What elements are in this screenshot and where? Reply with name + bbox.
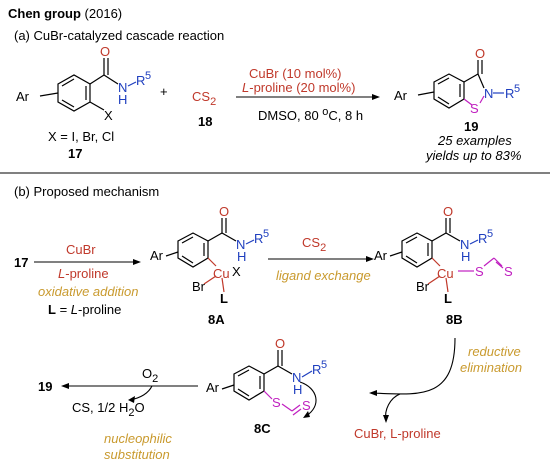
svg-text:Br: Br <box>416 279 430 294</box>
svg-text:Ar: Ar <box>374 248 388 263</box>
svg-text:Ar: Ar <box>150 248 164 263</box>
svg-text:L-proline: L-proline <box>58 266 109 281</box>
svg-text:CS2: CS2 <box>302 235 326 254</box>
svg-text:CS, 1/2 H2O: CS, 1/2 H2O <box>72 400 145 419</box>
svg-text:R: R <box>478 231 487 246</box>
svg-text:ligand exchange: ligand exchange <box>276 268 371 283</box>
svg-text:O: O <box>100 44 110 59</box>
svg-text:CS2: CS2 <box>192 89 216 108</box>
reaction-arrow-a: CuBr (10 mol%) L-proline (20 mol%) DMSO,… <box>236 66 380 123</box>
svg-text:N: N <box>236 237 245 252</box>
group-title: Chen group (2016) <box>8 6 122 21</box>
svg-text:O: O <box>443 204 453 219</box>
svg-text:reductive: reductive <box>468 344 521 359</box>
svg-text:L-proline (20 mol%): L-proline (20 mol%) <box>242 80 355 95</box>
label-8c: 8C <box>254 421 271 436</box>
step-ligand-exchange: CS2 ligand exchange <box>268 235 374 283</box>
svg-text:oxidative addition: oxidative addition <box>38 284 138 299</box>
svg-text:X: X <box>104 108 113 123</box>
svg-text:5: 5 <box>514 83 520 95</box>
svg-text:X: X <box>232 264 241 279</box>
svg-text:L: L <box>220 291 228 306</box>
intermediate-8c: O N H R 5 Ar S S 8C <box>206 336 327 436</box>
svg-text:CuBr (10 mol%): CuBr (10 mol%) <box>249 66 341 81</box>
svg-text:5: 5 <box>145 70 151 82</box>
svg-text:DMSO, 80 oC, 8 h: DMSO, 80 oC, 8 h <box>258 106 363 123</box>
svg-text:17: 17 <box>14 255 28 270</box>
svg-text:S: S <box>475 264 484 279</box>
intermediate-8b: O N H R 5 Ar Cu S S Br L 8B <box>374 204 513 327</box>
svg-text:N: N <box>484 86 493 101</box>
svg-text:CuBr, L-proline: CuBr, L-proline <box>354 426 441 441</box>
svg-text:N: N <box>118 80 127 95</box>
svg-text:Cu: Cu <box>213 266 230 281</box>
panel-a-title: (a) CuBr-catalyzed cascade reaction <box>14 28 224 43</box>
svg-text:L: L <box>444 291 452 306</box>
plus-sign: + <box>160 84 168 99</box>
svg-text:H: H <box>461 249 470 264</box>
svg-text:nucleophilic: nucleophilic <box>104 431 172 446</box>
substrate-17: O N H R 5 Ar X X = I, Br, Cl 17 <box>16 44 151 161</box>
product-19: O N S R 5 Ar 19 25 examples yields up to… <box>394 46 521 163</box>
svg-text:S: S <box>470 101 479 116</box>
svg-text:5: 5 <box>487 228 493 240</box>
svg-text:R: R <box>312 362 321 377</box>
svg-text:Ar: Ar <box>16 89 30 104</box>
label-17: 17 <box>68 146 82 161</box>
svg-text:O: O <box>475 46 485 61</box>
svg-text:N: N <box>460 237 469 252</box>
svg-text:25 examples: 25 examples <box>437 133 512 148</box>
svg-text:R: R <box>136 73 145 88</box>
svg-text:19: 19 <box>38 379 52 394</box>
svg-text:O: O <box>275 336 285 351</box>
svg-text:R: R <box>505 86 514 101</box>
intermediate-8a: O N H R 5 Ar Cu X Br L 8A <box>150 204 269 327</box>
svg-text:H: H <box>237 249 246 264</box>
svg-text:O2: O2 <box>142 366 158 385</box>
label-8a: 8A <box>208 312 225 327</box>
svg-text:S: S <box>302 398 311 413</box>
halide-scope: X = I, Br, Cl <box>48 129 114 144</box>
svg-text:Br: Br <box>192 279 206 294</box>
panel-b-title: (b) Proposed mechanism <box>14 184 159 199</box>
svg-text:elimination: elimination <box>460 360 522 375</box>
svg-text:H: H <box>118 92 127 107</box>
svg-text:CuBr: CuBr <box>66 242 96 257</box>
step-nucleophilic-substitution: 19 O2 CS, 1/2 H2O nucleophilic substitut… <box>38 366 198 462</box>
label-8b: 8B <box>446 312 463 327</box>
cs2-18: CS2 18 <box>192 89 216 129</box>
svg-text:O: O <box>219 204 229 219</box>
svg-text:yields up to 83%: yields up to 83% <box>425 148 521 163</box>
svg-text:Ar: Ar <box>206 380 220 395</box>
svg-text:N: N <box>292 370 301 385</box>
svg-text:Ar: Ar <box>394 88 408 103</box>
svg-text:Cu: Cu <box>437 266 454 281</box>
step-reductive-elimination: reductive elimination CuBr, L-proline <box>354 337 522 441</box>
svg-text:5: 5 <box>263 228 269 240</box>
svg-text:R: R <box>254 231 263 246</box>
label-19: 19 <box>464 119 478 134</box>
svg-text:S: S <box>272 395 281 410</box>
svg-text:substitution: substitution <box>104 447 170 462</box>
svg-text:5: 5 <box>321 359 327 371</box>
svg-text:L = L-proline: L = L-proline <box>48 302 121 317</box>
svg-text:18: 18 <box>198 114 212 129</box>
svg-text:S: S <box>504 264 513 279</box>
step-oxidative-addition: 17 CuBr L-proline oxidative addition L =… <box>14 242 141 317</box>
svg-text:H: H <box>293 382 302 397</box>
